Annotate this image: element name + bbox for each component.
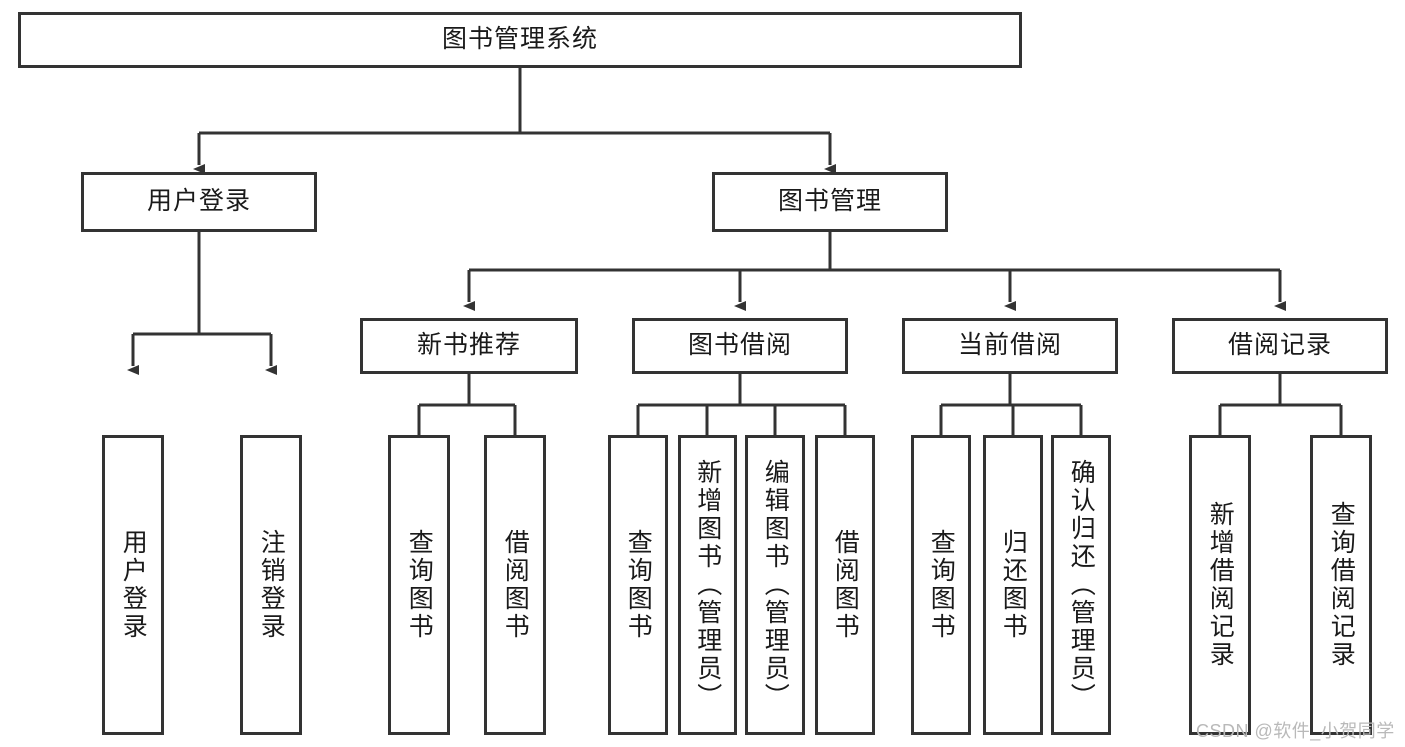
node-user-login[interactable]: 用户登录 (81, 172, 317, 232)
node-leaf-query-book-2[interactable]: 查询图书 (608, 435, 668, 735)
node-label: 借阅图书 (501, 529, 530, 641)
node-label: 归还图书 (999, 529, 1028, 641)
node-root[interactable]: 图书管理系统 (18, 12, 1022, 68)
node-label: 查询图书 (405, 529, 434, 641)
node-leaf-edit-book[interactable]: 编辑图书（管理员） (745, 435, 805, 735)
node-label: 查询图书 (624, 529, 653, 641)
node-borrow-record[interactable]: 借阅记录 (1172, 318, 1388, 374)
node-leaf-query-book-3[interactable]: 查询图书 (911, 435, 971, 735)
watermark-text: CSDN @软件_小贺同学 (1196, 721, 1395, 741)
connector-paths (127, 68, 1347, 446)
node-leaf-add-record[interactable]: 新增借阅记录 (1189, 435, 1251, 735)
node-label: 借阅记录 (1227, 331, 1332, 360)
node-leaf-user-logout[interactable]: 注销登录 (240, 435, 302, 735)
node-label: 图书借阅 (687, 331, 792, 360)
node-label: 借阅图书 (831, 529, 860, 641)
node-leaf-query-book-1[interactable]: 查询图书 (388, 435, 450, 735)
node-new-book-rec[interactable]: 新书推荐 (360, 318, 578, 374)
node-label: 新增借阅记录 (1206, 501, 1235, 669)
node-label: 图书管理系统 (441, 25, 598, 54)
node-label: 确认归还（管理员） (1067, 459, 1096, 711)
node-label: 图书管理 (777, 187, 882, 216)
node-label: 新书推荐 (416, 331, 521, 360)
node-label: 查询借阅记录 (1327, 501, 1356, 669)
node-current-borrow[interactable]: 当前借阅 (902, 318, 1118, 374)
node-leaf-borrow-book-2[interactable]: 借阅图书 (815, 435, 875, 735)
node-label: 当前借阅 (957, 331, 1062, 360)
node-leaf-query-record[interactable]: 查询借阅记录 (1310, 435, 1372, 735)
node-leaf-borrow-book-1[interactable]: 借阅图书 (484, 435, 546, 735)
node-book-borrow[interactable]: 图书借阅 (632, 318, 848, 374)
node-label: 注销登录 (257, 529, 286, 641)
node-label: 用户登录 (119, 529, 148, 641)
node-leaf-add-book[interactable]: 新增图书（管理员） (678, 435, 737, 735)
node-label: 编辑图书（管理员） (761, 459, 790, 711)
node-leaf-user-login[interactable]: 用户登录 (102, 435, 164, 735)
node-leaf-confirm-return[interactable]: 确认归还（管理员） (1051, 435, 1111, 735)
node-book-manage[interactable]: 图书管理 (712, 172, 948, 232)
node-label: 查询图书 (927, 529, 956, 641)
node-label: 新增图书（管理员） (693, 459, 722, 711)
node-label: 用户登录 (146, 187, 251, 216)
node-leaf-return-book[interactable]: 归还图书 (983, 435, 1043, 735)
